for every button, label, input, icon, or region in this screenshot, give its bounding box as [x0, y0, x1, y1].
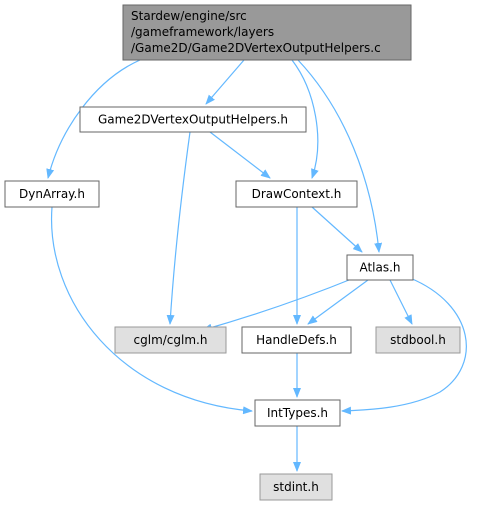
- graph-node-dynarray-h[interactable]: DynArray.h: [4, 180, 100, 208]
- graph-node-vertex-helpers-h[interactable]: Game2DVertexOutputHelpers.h: [79, 106, 307, 133]
- node-label: Atlas.h: [359, 261, 400, 275]
- graph-node-atlas-h[interactable]: Atlas.h: [346, 254, 414, 281]
- node-box: [114, 326, 227, 354]
- node-box: [346, 254, 414, 281]
- edge-vertex-helpers-h-to-drawcontext-h: [209, 131, 271, 179]
- node-label: IntTypes.h: [267, 406, 328, 420]
- edge-root-to-vertex-helpers-h: [205, 59, 245, 105]
- edge-atlas-h-to-inttypes-h: [341, 277, 467, 415]
- node-label: stdint.h: [273, 480, 319, 494]
- graph-node-cglm-h[interactable]: cglm/cglm.h: [114, 326, 227, 354]
- node-label: cglm/cglm.h: [134, 333, 208, 347]
- graph-node-stdint-h[interactable]: stdint.h: [259, 473, 333, 501]
- edge-vertex-helpers-h-to-cglm-h: [166, 131, 191, 325]
- node-box: [122, 4, 412, 61]
- graph-node-inttypes-h[interactable]: IntTypes.h: [254, 399, 341, 427]
- node-label: DrawContext.h: [252, 187, 342, 201]
- edge-atlas-h-to-stdbool-h: [389, 279, 413, 325]
- node-box: [235, 180, 358, 208]
- node-label: DynArray.h: [19, 187, 85, 201]
- node-box: [375, 326, 461, 354]
- node-box: [254, 399, 341, 427]
- edges: [46, 59, 467, 472]
- edge-atlas-h-to-handledefs-h: [307, 279, 369, 325]
- node-box: [241, 326, 352, 354]
- graph-node-root[interactable]: Stardew/engine/src/gameframework/layers /…: [122, 4, 412, 61]
- node-box: [4, 180, 100, 208]
- node-label-line: /gameframework/layers: [131, 25, 274, 39]
- edge-root-to-atlas-h: [297, 59, 383, 253]
- edge-root-to-drawcontext-h: [291, 59, 319, 179]
- node-box: [259, 473, 333, 501]
- node-box: [79, 106, 307, 133]
- node-label: stdbool.h: [390, 333, 446, 347]
- graph-node-drawcontext-h[interactable]: DrawContext.h: [235, 180, 358, 208]
- node-label-line: /Game2D/Game2DVertexOutputHelpers.c: [131, 41, 381, 55]
- graph-node-handledefs-h[interactable]: HandleDefs.h: [241, 326, 352, 354]
- node-label: HandleDefs.h: [256, 333, 337, 347]
- node-label: Game2DVertexOutputHelpers.h: [98, 113, 288, 127]
- edge-atlas-h-to-cglm-h: [202, 277, 355, 332]
- edge-dynarray-h-to-inttypes-h: [50, 206, 253, 415]
- graph-node-stdbool-h[interactable]: stdbool.h: [375, 326, 461, 354]
- node-label-line: Stardew/engine/src: [131, 9, 247, 23]
- edge-drawcontext-h-to-atlas-h: [311, 206, 363, 253]
